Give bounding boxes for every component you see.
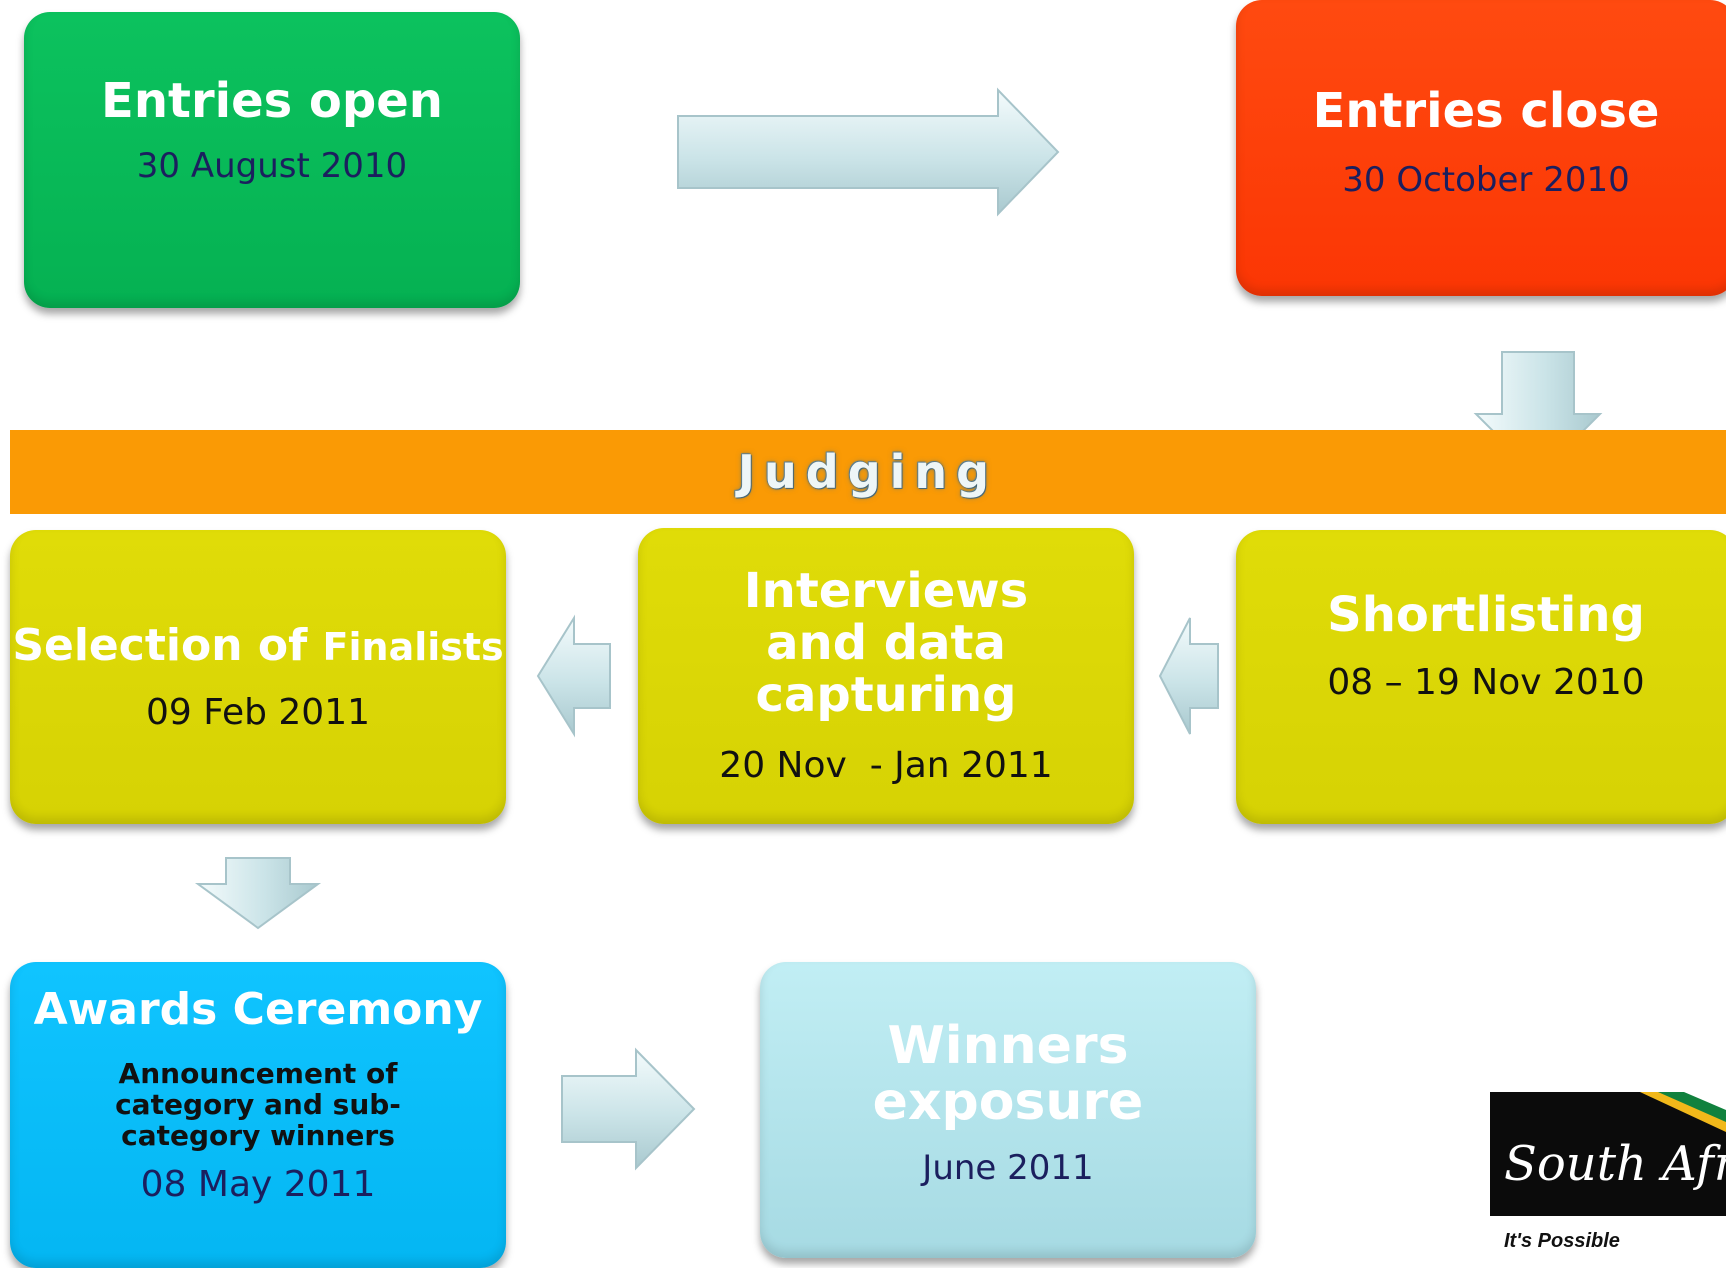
arrow-left-icon [1158,617,1219,735]
awards-box: Awards Ceremony Announcement of category… [10,962,506,1268]
awards-subtitle: Announcement of category and sub-categor… [115,1056,401,1153]
arrow-right-icon [677,87,1060,217]
awards-date: 08 May 2011 [140,1163,376,1205]
selection-title-main: Selection of [12,620,308,671]
entries-open-box: Entries open 30 August 2010 [24,12,520,308]
entries-open-date: 30 August 2010 [136,145,408,186]
entries-open-title: Entries open [101,73,443,129]
shortlisting-date: 08 – 19 Nov 2010 [1327,661,1645,703]
selection-title-small: Finalists [322,625,504,669]
selection-box: Selection of Finalists 09 Feb 2011 [10,530,506,824]
south-africa-logo: South Africa It's Possible [1490,1092,1726,1258]
selection-title: Selection of Finalists [12,622,503,670]
entries-close-box: Entries close 30 October 2010 [1236,0,1726,296]
winners-title: Winners exposure [872,1016,1144,1133]
interviews-box: Interviews and data capturing 20 Nov - J… [638,528,1134,824]
entries-close-date: 30 October 2010 [1342,159,1630,200]
winners-box: Winners exposure June 2011 [760,962,1256,1258]
arrow-right-icon [561,1047,696,1171]
logo-script-text: South Africa [1504,1136,1726,1192]
arrow-left-icon [536,614,611,738]
interviews-title: Interviews and data capturing [743,563,1029,723]
shortlisting-box: Shortlisting 08 – 19 Nov 2010 [1236,530,1726,824]
interviews-date: 20 Nov - Jan 2011 [719,745,1053,787]
judging-label: Judging [737,445,999,499]
winners-date: June 2011 [922,1148,1094,1189]
logo-tagline: It's Possible [1504,1230,1620,1252]
entries-close-title: Entries close [1312,83,1660,139]
logo-sign: South Africa [1490,1092,1726,1216]
arrow-down-icon [194,857,322,930]
awards-title: Awards Ceremony [33,984,483,1035]
selection-date: 09 Feb 2011 [145,691,371,733]
shortlisting-title: Shortlisting [1327,587,1645,643]
judging-band: Judging [10,430,1726,514]
